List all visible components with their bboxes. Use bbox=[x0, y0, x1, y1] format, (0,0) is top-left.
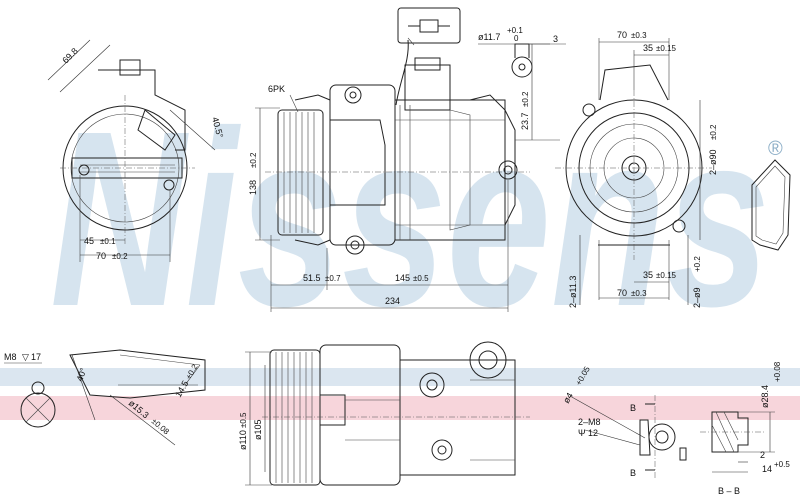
right-bottom-35: 35 bbox=[643, 270, 653, 280]
right-end-view: 70 ±0.3 35 ±0.15 2–ø90 ±0.2 35 ±0.15 70 … bbox=[555, 30, 718, 308]
bb-depth-symbol: Ψ bbox=[578, 428, 586, 438]
dim-70: 70 bbox=[96, 251, 106, 261]
registered-mark: ® bbox=[768, 138, 783, 160]
right-hole-11-3: 2–ø11.3 bbox=[568, 276, 578, 308]
right-bottom-70: 70 bbox=[617, 288, 627, 298]
bb-dim-14-tol: +0.5 bbox=[774, 460, 790, 469]
right-top-35-tol: ±0.15 bbox=[656, 44, 677, 53]
pulley-label: 6PK bbox=[268, 84, 285, 94]
bottom-view: ø110 ±0.5 ø105 bbox=[238, 341, 530, 486]
port-depth: 17 bbox=[31, 352, 41, 362]
bb-dia-28-4-tol: +0.08 bbox=[773, 361, 782, 382]
port-angle: 40° bbox=[74, 366, 88, 383]
connector-diameter: ø11.7 bbox=[478, 32, 500, 42]
dim-45: 45 bbox=[84, 236, 94, 246]
right-hole-9-tol: +0.2 bbox=[693, 256, 702, 272]
section-mark-top: B bbox=[630, 403, 636, 413]
bottom-dia-110: ø110 bbox=[238, 430, 248, 450]
bb-dim-14: 14 bbox=[762, 464, 772, 474]
connector-dim-23-7: 23.7 bbox=[520, 112, 530, 130]
connector-dim-3: 3 bbox=[553, 34, 558, 44]
bottom-dia-110-tol: ±0.5 bbox=[239, 412, 248, 428]
dim-69-8: 69.8 bbox=[60, 46, 79, 65]
dim-145-tol: ±0.5 bbox=[413, 274, 429, 283]
dim-45-tol: ±0.1 bbox=[100, 237, 116, 246]
dim-234: 234 bbox=[385, 296, 400, 306]
connector-dim-23-7-tol: ±0.2 bbox=[521, 91, 530, 107]
front-view: 138 ±0.2 6PK 51.5 ±0.7 145 ±0.5 234 bbox=[248, 39, 530, 312]
connector-diameter-tol-down: 0 bbox=[514, 34, 519, 43]
right-bottom-70-tol: ±0.3 bbox=[631, 289, 647, 298]
dim-138: 138 bbox=[248, 180, 258, 195]
right-top-70: 70 bbox=[617, 30, 627, 40]
connector-diameter-tol-up: +0.1 bbox=[507, 26, 523, 35]
bottom-dia-105: ø105 bbox=[253, 419, 263, 440]
connector-detail: ø11.7 +0.1 0 3 23.7 ±0.2 bbox=[397, 7, 566, 141]
right-top-35: 35 bbox=[643, 43, 653, 53]
bb-thread: 2–M8 bbox=[578, 417, 601, 427]
right-bottom-35-tol: ±0.15 bbox=[656, 271, 677, 280]
bb-dia-28-4: ø28.4 bbox=[760, 385, 770, 408]
port-thread: M8 bbox=[4, 352, 17, 362]
seal-gasket bbox=[751, 159, 791, 251]
bb-depth: 12 bbox=[588, 428, 598, 438]
bb-dim-2: 2 bbox=[760, 450, 765, 460]
dim-51-5: 51.5 bbox=[303, 273, 321, 283]
right-dia-90-tol: ±0.2 bbox=[709, 124, 718, 140]
dim-70-tol: ±0.2 bbox=[112, 252, 128, 261]
right-hole-9: 2–ø9 bbox=[692, 287, 702, 308]
right-dia-90: 2–ø90 bbox=[708, 149, 718, 175]
dim-138-tol: ±0.2 bbox=[249, 152, 258, 168]
right-top-70-tol: ±0.3 bbox=[631, 31, 647, 40]
section-mark-bottom: B bbox=[630, 468, 636, 478]
dim-51-5-tol: ±0.7 bbox=[325, 274, 341, 283]
dim-145: 145 bbox=[395, 273, 410, 283]
section-label: B – B bbox=[718, 486, 740, 496]
port-depth-symbol: ▽ bbox=[22, 352, 29, 362]
bb-hole: ø4 bbox=[561, 391, 575, 405]
